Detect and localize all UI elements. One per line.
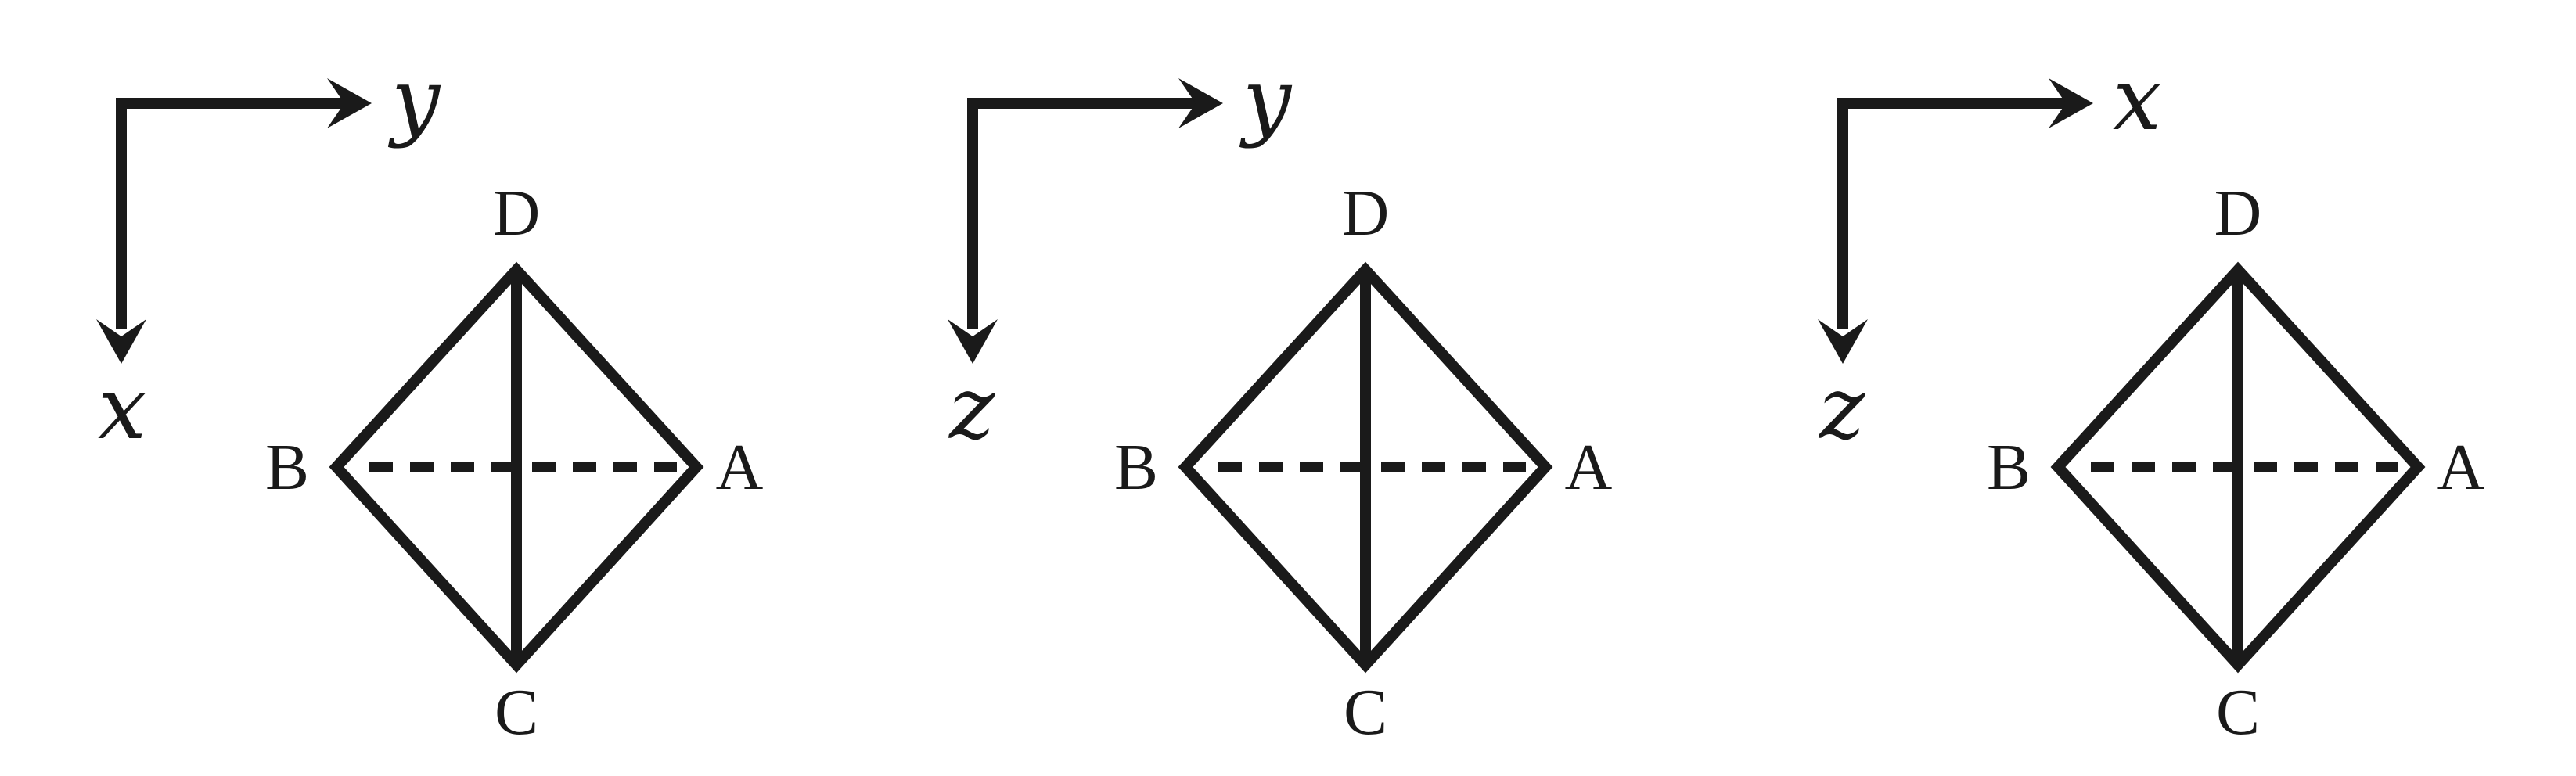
vertex-label-bottom-1: C [495, 676, 538, 749]
axes-lines-2 [967, 98, 1196, 329]
tetrahedron-3: D B A C [1987, 177, 2485, 749]
vertical-arrowhead-1 [96, 319, 146, 364]
vertical-axis-label-2: z [948, 358, 995, 458]
horizontal-arrowhead-1 [327, 78, 372, 128]
vertex-label-bottom-3: C [2216, 676, 2260, 749]
view-panel-3: x z D B A C [1818, 49, 2485, 749]
axes-3: x z [1818, 49, 2161, 458]
vertex-label-top-2: D [1342, 177, 1390, 250]
axes-lines-3 [1837, 98, 2066, 329]
vertical-axis-label-3: z [1818, 358, 1865, 458]
vertex-label-right-1: A [716, 431, 764, 504]
horizontal-arrowhead-3 [2049, 78, 2093, 128]
vertex-label-top-3: D [2214, 177, 2262, 250]
horizontal-arrowhead-2 [1178, 78, 1223, 128]
vertex-label-bottom-2: C [1344, 676, 1387, 749]
axes-1: y x [96, 49, 441, 458]
tetrahedron-1: D B A C [265, 177, 764, 749]
vertical-arrowhead-2 [948, 319, 998, 364]
tetrahedron-2: D B A C [1114, 177, 1613, 749]
axes-lines-1 [116, 98, 344, 329]
vertical-axis-label-1: x [98, 358, 146, 458]
vertical-arrowhead-3 [1818, 319, 1868, 364]
view-panel-1: y x D B A C [96, 49, 764, 749]
horizontal-axis-label-2: y [1239, 49, 1293, 149]
vertex-label-left-1: B [265, 431, 309, 504]
view-panel-2: y z D B A C [948, 49, 1613, 749]
vertex-label-left-3: B [1987, 431, 2031, 504]
vertex-label-top-1: D [493, 177, 541, 250]
horizontal-axis-label-3: x [2113, 49, 2161, 149]
horizontal-axis-label-1: y [387, 49, 441, 149]
vertex-label-right-3: A [2437, 431, 2485, 504]
vertex-label-left-2: B [1114, 431, 1158, 504]
vertex-label-right-2: A [1565, 431, 1613, 504]
axes-2: y z [948, 49, 1293, 458]
